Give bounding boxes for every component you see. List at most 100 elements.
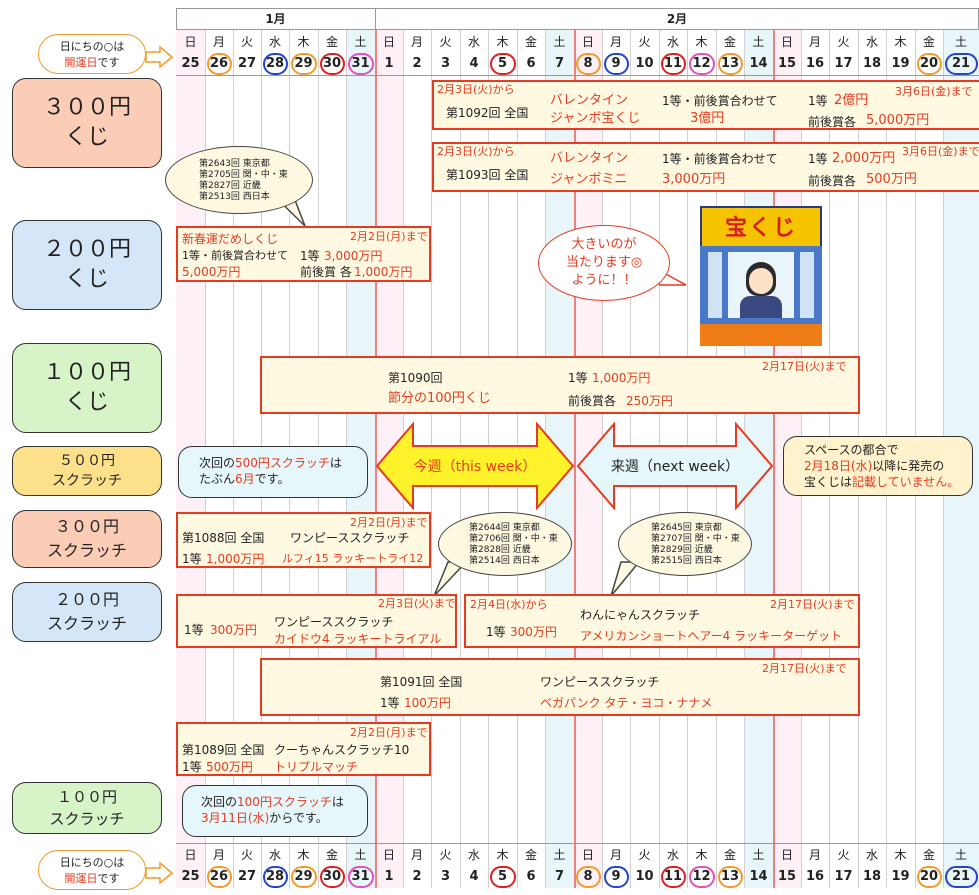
week-separator: [574, 30, 576, 888]
weekday-cell: 金: [922, 848, 935, 862]
date-cell: 15: [777, 869, 797, 884]
weekday-cell: 水: [865, 848, 878, 862]
date-cell: 20: [919, 869, 939, 884]
weekday-cell: 月: [410, 848, 423, 862]
weekday-cell: 火: [837, 848, 850, 862]
lucky-day-ring: [490, 53, 516, 75]
date-cell: 20: [919, 56, 939, 71]
weekday-cell: 金: [524, 35, 537, 49]
lottery-shinshun: 新春運だめしくじ 2月2日(月)まで 1等・前後賞合わせて 5,000万円 1等…: [176, 226, 431, 282]
date-cell: 30: [322, 869, 342, 884]
weekday-cell: 火: [439, 35, 452, 49]
date-cell: 4: [469, 869, 479, 884]
date-cell: 16: [805, 56, 825, 71]
weekday-cell: 月: [212, 848, 225, 862]
lucky-day-ring: [207, 866, 232, 888]
date-cell: 13: [720, 869, 740, 884]
date-cell: 28: [265, 869, 285, 884]
weekday-cell: 火: [837, 35, 850, 49]
scratch-200yen-kuchan: 2月2日(月)まで 第1089回 全国 クーちゃんスクラッチ10 1等 500万…: [176, 722, 431, 776]
weekday-cell: 水: [666, 35, 679, 49]
week-separator: [375, 30, 377, 888]
space-note: スペースの都合で 2月18日(水)以降に発売の 宝くじは記載していません。: [783, 436, 973, 496]
month-february: 2月: [666, 12, 688, 26]
weekday-cell: 月: [808, 35, 821, 49]
weekday-cell: 土: [752, 35, 765, 49]
weekday-cell: 月: [808, 848, 821, 862]
date-cell: 14: [749, 56, 768, 71]
scratch-200yen-onepiece: 2月3日(火)まで ワンピーススクラッチ 1等 300万円 カイドウ4 ラッキー…: [176, 594, 457, 648]
weekday-cell: 火: [240, 35, 253, 49]
date-cell: 9: [611, 56, 621, 71]
date-cell: 3: [440, 869, 451, 884]
date-cell: 26: [209, 56, 229, 71]
lucky-day-ring: [490, 866, 516, 888]
weekday-cell: 土: [752, 848, 765, 862]
weekday-cell: 木: [496, 35, 509, 49]
lucky-day-ring: [718, 53, 743, 75]
lucky-day-ring: [348, 866, 374, 888]
weekday-cell: 日: [382, 35, 395, 49]
weekday-cell: 木: [297, 848, 310, 862]
lucky-day-ring: [348, 53, 374, 75]
category-200yen-kuji: ２００円くじ: [12, 220, 162, 310]
weekday-cell: 火: [638, 848, 651, 862]
category-300yen-kuji: ３００円くじ: [12, 78, 162, 168]
week-separator: [773, 30, 775, 888]
next-week-arrow-icon: [576, 422, 774, 510]
weekday-cell: 金: [325, 848, 338, 862]
shop-sign: 宝くじ: [724, 216, 797, 241]
weekday-cell: 月: [212, 35, 225, 49]
date-cell: 29: [294, 869, 313, 884]
date-cell: 12: [692, 869, 711, 884]
weekday-cell: 水: [467, 35, 480, 49]
date-cell: 18: [862, 869, 882, 884]
weekday-cell: 水: [467, 848, 480, 862]
date-cell: 27: [237, 869, 257, 884]
date-cell: 10: [635, 869, 654, 884]
draw-round-bubble: 第2644回 東京都 第2706回 関・中・東 第2828回 近畿 第2514回…: [438, 512, 572, 576]
weekday-cell: 月: [410, 35, 423, 49]
category-500yen-scratch: ５００円スクラッチ: [12, 446, 162, 496]
date-cell: 30: [322, 56, 342, 71]
weekday-cell: 水: [865, 35, 878, 49]
weekday-cell: 日: [780, 35, 793, 49]
date-cell: 5: [497, 869, 508, 884]
legend-arrow-icon: [145, 46, 174, 68]
date-cell: 8: [583, 869, 593, 884]
date-cell: 11: [663, 56, 683, 71]
weekday-cell: 土: [954, 848, 967, 862]
lucky-day-ring: [917, 866, 942, 888]
lottery-valentine-jumbo: 2月3日(火)から 3月6日(金)まで 第1092回 全国 バレンタイン ジャン…: [432, 80, 979, 130]
date-cell: 6: [526, 56, 536, 71]
lottery-shop-illustration: 宝くじ: [700, 206, 822, 346]
date-cell: 17: [834, 869, 853, 884]
lucky-day-ring: [661, 866, 686, 888]
lucky-day-ring: [689, 53, 715, 75]
weekday-cell: 木: [297, 35, 310, 49]
date-cell: 12: [692, 56, 711, 71]
weekday-cell: 日: [581, 35, 594, 49]
date-cell: 11: [663, 869, 683, 884]
scratch100-note: 次回の100円スクラッチは 3月11日(水)からです。: [182, 785, 368, 837]
date-cell: 2: [412, 869, 422, 884]
category-200yen-scratch: ２００円スクラッチ: [12, 582, 162, 642]
date-cell: 1: [384, 56, 394, 71]
target-icon: ◎: [630, 255, 643, 270]
weekday-cell: 日: [382, 848, 395, 862]
lucky-day-ring: [576, 53, 601, 75]
weekday-cell: 日: [780, 848, 793, 862]
scratch500-note: 次回の500円スクラッチは たぶん6月です。: [178, 446, 368, 498]
date-cell: 16: [805, 869, 825, 884]
weekday-cell: 日: [184, 35, 197, 49]
weekday-cell: 土: [354, 35, 367, 49]
this-week-label: 今週（this week）: [413, 459, 537, 475]
date-cell: 25: [181, 869, 200, 884]
scratch-200yen-wannyan: 2月4日(水)から 2月17日(火)まで わんにゃんスクラッチ 1等 300万円…: [464, 594, 860, 648]
date-cell: 13: [720, 56, 740, 71]
lucky-day-ring: [263, 53, 288, 75]
date-cell: 19: [891, 869, 910, 884]
weekday-cell: 木: [496, 848, 509, 862]
weekday-cell: 月: [609, 35, 622, 49]
